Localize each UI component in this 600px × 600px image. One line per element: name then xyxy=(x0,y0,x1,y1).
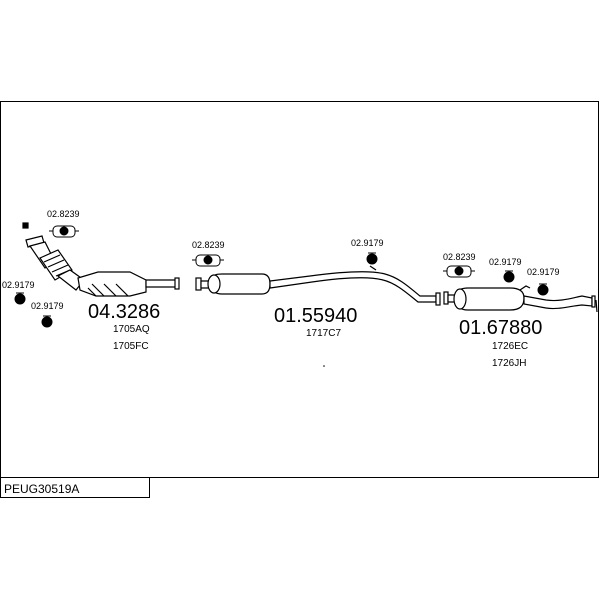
part-number-middle-silencer: 01.55940 xyxy=(274,305,357,327)
clamp-icon xyxy=(443,265,475,278)
fitting-label: 02.9179 xyxy=(351,238,384,248)
fitting-label: 02.8239 xyxy=(192,240,225,250)
part-number-rear-silencer: 01.67880 xyxy=(459,317,542,339)
oem-number: 1717C7 xyxy=(306,328,341,339)
fitting-label: 02.8239 xyxy=(47,209,80,219)
fitting-label: 02.9179 xyxy=(31,301,64,311)
rear-silencer-assembly xyxy=(443,285,598,313)
oem-number: 1705AQ xyxy=(113,324,150,335)
fitting-label: 02.9179 xyxy=(489,257,522,267)
fitting-label: 02.9179 xyxy=(527,267,560,277)
fitting-label: 02.9179 xyxy=(2,280,35,290)
oem-number: 1726JH xyxy=(492,358,526,369)
marker-dot xyxy=(323,365,325,367)
oem-number: 1726EC xyxy=(492,341,528,352)
diagram-frame xyxy=(0,101,599,478)
rubber-mount-icon xyxy=(14,292,26,305)
catalyst-assembly xyxy=(22,222,180,297)
diagram-code: PEUG30519A xyxy=(4,482,79,496)
fitting-label: 02.8239 xyxy=(443,252,476,262)
rubber-mount-icon xyxy=(41,315,53,328)
oem-number: 1705FC xyxy=(113,341,149,352)
middle-silencer-assembly xyxy=(195,265,441,306)
part-number-catalyst: 04.3286 xyxy=(88,301,160,323)
code-label-box xyxy=(0,477,150,498)
clamp-icon xyxy=(49,225,79,238)
rubber-mount-icon xyxy=(537,283,549,296)
rubber-mount-icon xyxy=(503,270,515,283)
clamp-icon xyxy=(192,254,224,267)
rubber-mount-icon xyxy=(366,252,378,265)
